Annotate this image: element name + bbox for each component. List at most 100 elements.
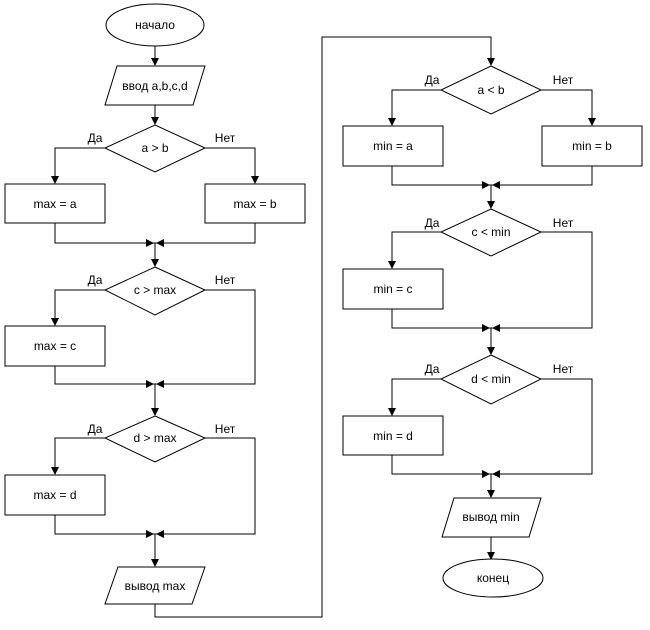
arrowhead xyxy=(146,530,154,538)
arrowhead xyxy=(482,470,490,478)
arrowhead xyxy=(487,490,495,498)
connector-rcond2-no-merge xyxy=(391,231,593,329)
process-max-a: max = a xyxy=(4,183,106,224)
process-box xyxy=(204,183,306,224)
no-label: Нет xyxy=(215,422,236,436)
start-terminator: начало xyxy=(105,3,205,47)
yes-label: Да xyxy=(425,362,440,376)
process-label: min = b xyxy=(572,139,612,153)
no-label: Нет xyxy=(553,216,574,230)
decision-diamond xyxy=(103,266,207,316)
process-min-a: min = a xyxy=(342,125,444,167)
decision-diamond xyxy=(103,124,207,173)
condition-label: d > max xyxy=(133,431,176,445)
process-max-c: max = c xyxy=(4,325,106,367)
arrowhead xyxy=(482,324,490,332)
condition-label: a > b xyxy=(141,141,168,155)
condition-label: d < min xyxy=(471,372,511,386)
start-ellipse xyxy=(105,3,205,47)
condition-d-gt-max: d > max Да Нет xyxy=(88,415,236,463)
no-label: Нет xyxy=(215,131,236,145)
condition-label: c < min xyxy=(471,225,510,239)
process-box xyxy=(541,125,643,167)
no-label: Нет xyxy=(553,73,574,87)
process-label: min = c xyxy=(373,282,412,296)
input-parallelogram: ввод a,b,c,d xyxy=(104,65,206,106)
process-min-d: min = d xyxy=(342,415,444,456)
process-box xyxy=(4,183,106,224)
connector-cond1-yes xyxy=(54,147,105,176)
connector-rcond3-no-merge xyxy=(391,378,593,475)
connector-rmerge1 xyxy=(391,166,593,186)
arrowhead xyxy=(388,118,396,126)
arrowheads xyxy=(51,58,596,567)
arrowhead xyxy=(388,408,396,416)
connector-rcond2-yes xyxy=(391,231,441,262)
arrowhead xyxy=(156,380,164,388)
arrowhead xyxy=(51,176,59,184)
arrowhead xyxy=(487,201,495,209)
arrowhead xyxy=(492,181,500,189)
arrowhead xyxy=(151,117,159,125)
no-label: Нет xyxy=(215,273,236,287)
arrowhead xyxy=(388,261,396,269)
yes-label: Да xyxy=(425,216,440,230)
process-box xyxy=(4,325,106,367)
condition-c-lt-min: c < min Да Нет xyxy=(425,208,574,257)
process-max-d: max = d xyxy=(4,474,106,516)
output-label: вывод max xyxy=(125,579,186,593)
condition-a-lt-b: a < b Да Нет xyxy=(425,65,574,115)
process-label: min = a xyxy=(373,139,413,153)
arrowhead xyxy=(487,58,495,66)
connector-rcond1-yes xyxy=(391,89,441,119)
decision-diamond xyxy=(439,65,543,115)
connector-rcond1-no xyxy=(541,89,593,119)
arrowhead xyxy=(151,58,159,66)
arrowhead xyxy=(51,318,59,326)
yes-label: Да xyxy=(88,273,103,287)
min-branch: a < b Да Нет min = a min = b c < min Да … xyxy=(342,65,643,598)
condition-a-gt-b: a > b Да Нет xyxy=(88,124,236,173)
connector-left-to-right xyxy=(154,36,492,618)
process-label: min = d xyxy=(373,429,413,443)
yes-label: Да xyxy=(425,73,440,87)
output-shape xyxy=(104,566,206,605)
output-min-parallelogram: вывод min xyxy=(441,497,542,538)
arrowhead xyxy=(151,559,159,567)
yes-label: Да xyxy=(88,422,103,436)
output-label: вывод min xyxy=(462,510,519,524)
condition-label: c > max xyxy=(134,283,176,297)
end-label: конец xyxy=(477,571,509,585)
arrowhead xyxy=(156,239,164,247)
arrowhead xyxy=(146,380,154,388)
input-shape xyxy=(104,65,206,106)
connector-cond2-no-merge xyxy=(54,289,256,385)
max-branch: начало ввод a,b,c,d a > b Да Нет max = a… xyxy=(4,3,306,605)
end-ellipse xyxy=(442,558,544,598)
arrowhead xyxy=(51,467,59,475)
input-label: ввод a,b,c,d xyxy=(122,79,187,93)
process-label: max = b xyxy=(233,197,276,211)
yes-label: Да xyxy=(88,131,103,145)
condition-d-lt-min: d < min Да Нет xyxy=(425,354,574,405)
condition-label: a < b xyxy=(477,83,504,97)
process-box xyxy=(4,474,106,516)
arrowhead xyxy=(492,470,500,478)
arrowhead xyxy=(492,324,500,332)
connector-cond3-yes xyxy=(54,437,105,468)
connector-cond1-no xyxy=(205,147,256,176)
arrowhead xyxy=(151,259,159,267)
process-box xyxy=(342,268,444,310)
process-min-b: min = b xyxy=(541,125,643,167)
process-box xyxy=(342,415,444,456)
connector-cond2-yes xyxy=(54,289,105,319)
arrowhead xyxy=(146,239,154,247)
process-label: max = a xyxy=(33,197,76,211)
output-shape xyxy=(441,497,542,538)
connector-merge1 xyxy=(54,223,256,244)
arrowhead xyxy=(151,408,159,416)
process-max-b: max = b xyxy=(204,183,306,224)
process-label: max = c xyxy=(34,339,76,353)
